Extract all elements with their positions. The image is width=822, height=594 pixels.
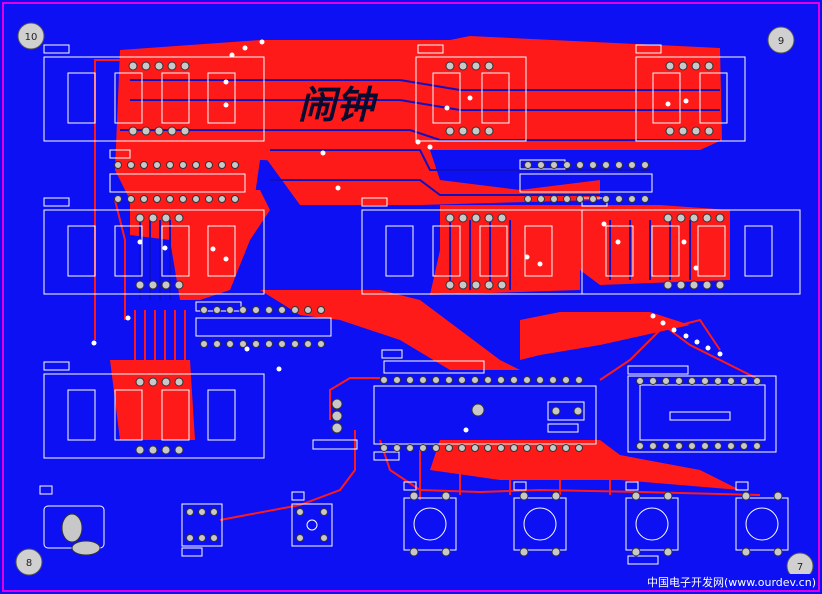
mounting-hole-8 [15, 548, 43, 576]
vias [91, 39, 723, 433]
pad-row [135, 213, 725, 290]
hole-label: 8 [26, 558, 32, 569]
watermark-text: 中国电子开发网(www.ourdev.cn) [646, 574, 816, 590]
pad-row [135, 377, 184, 455]
bottom-traces [120, 79, 720, 300]
ic-pads [114, 161, 649, 348]
misc-pads [61, 398, 583, 556]
pads [61, 61, 783, 557]
mounting-hole-10 [17, 22, 45, 50]
module-pads [636, 377, 761, 450]
board-title-silk: 闹钟 [298, 82, 379, 127]
hole-label: 10 [25, 32, 38, 43]
hole-label: 7 [797, 562, 803, 573]
mounting-holes: 10 9 8 7 [15, 22, 814, 580]
pad-row [128, 61, 714, 136]
mounting-hole-9 [767, 26, 795, 54]
hole-label: 9 [778, 36, 784, 47]
button-pads [409, 491, 783, 557]
top-traces [94, 59, 761, 521]
mcu-pads [380, 376, 583, 452]
